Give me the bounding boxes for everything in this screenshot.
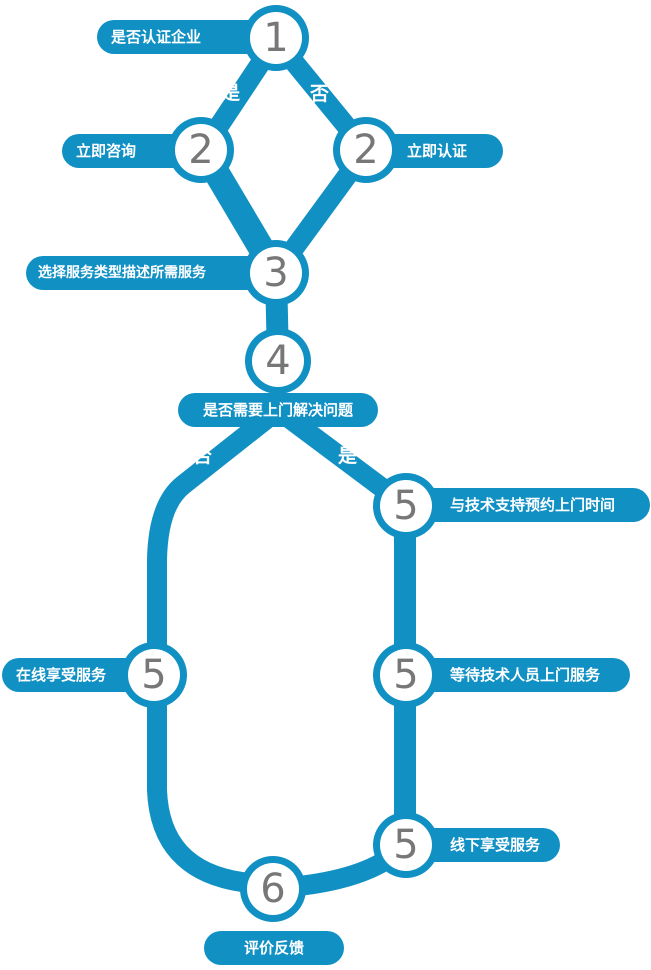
step-2-certify-node: 2 [333,117,399,183]
step-4-node: 4 [245,328,311,394]
step-5-online-node: 5 [121,642,187,708]
step-3-number: 3 [250,247,302,299]
line-4-to-5-left [147,400,288,690]
step-1-label: 是否认证企业 [97,20,262,54]
step-5-offline-node: 5 [373,812,439,878]
step-5-online-number: 5 [128,649,180,701]
step-5-appointment-label: 与技术支持预约上门时间 [428,488,650,522]
step-1-number: 1 [250,12,302,64]
step-2-consult-number: 2 [175,124,227,176]
edge-label-yes-bottom: 是 [338,445,358,467]
edge-label-no-bottom: 否 [193,445,213,467]
step-5-appointment-number: 5 [380,480,432,532]
step-5-wait-number: 5 [380,649,432,701]
step-2-certify-number: 2 [340,124,392,176]
step-2-consult-node: 2 [168,117,234,183]
step-5-wait-label: 等待技术人员上门服务 [428,658,630,692]
step-5-appointment-node: 5 [373,473,439,539]
step-3-label: 选择服务类型描述所需服务 [26,256,256,290]
step-1-node: 1 [243,5,309,71]
step-4-number: 4 [252,335,304,387]
edge-label-no-top: 否 [310,83,330,105]
step-2-certify-label: 立即认证 [385,134,503,168]
step-4-label: 是否需要上门解决问题 [178,393,378,427]
step-5-wait-node: 5 [373,642,439,708]
step-5-offline-label: 线下享受服务 [428,828,560,862]
line-5-left-to-6 [147,670,286,898]
step-6-number: 6 [247,863,299,915]
step-6-label: 评价反馈 [204,931,344,965]
step-3-node: 3 [243,240,309,306]
step-6-node: 6 [240,856,306,922]
step-5-offline-number: 5 [380,819,432,871]
edge-label-yes-top: 是 [221,82,241,104]
step-5-online-label: 在线享受服务 [2,658,142,692]
